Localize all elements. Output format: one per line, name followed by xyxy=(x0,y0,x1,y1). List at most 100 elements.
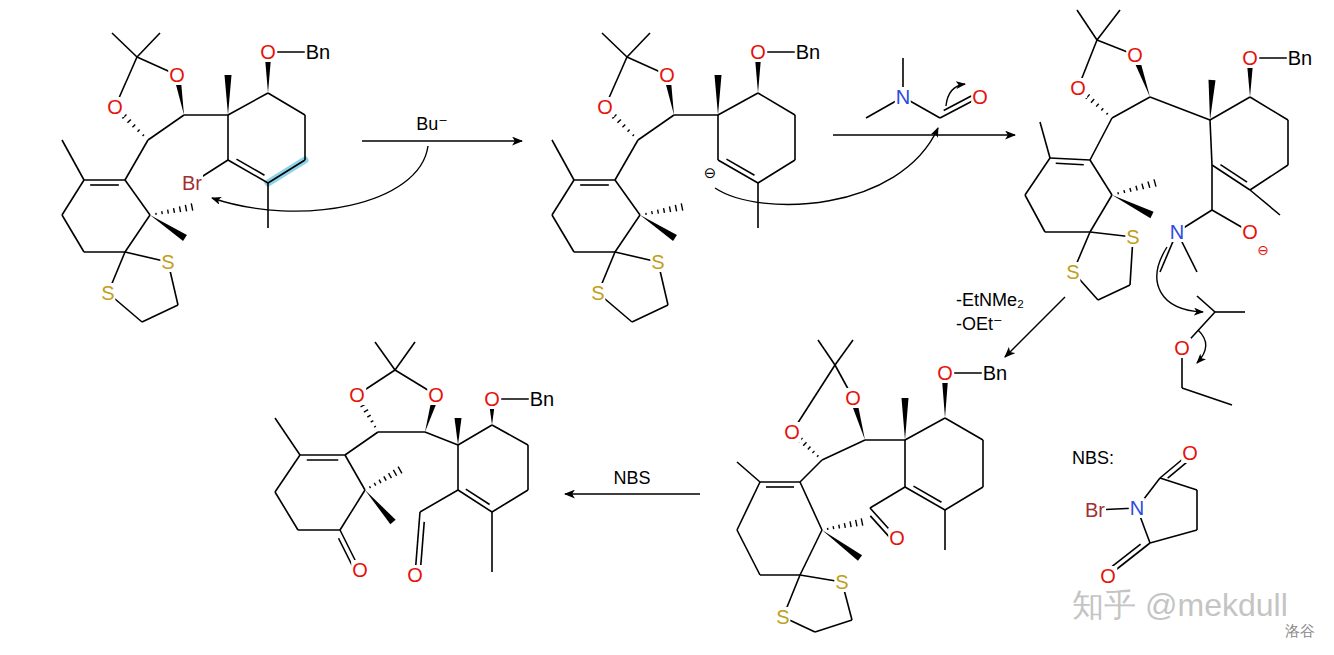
bond-line xyxy=(717,115,719,160)
hash-line xyxy=(827,528,829,530)
bond-line xyxy=(268,93,305,115)
free-label: N xyxy=(1129,498,1145,518)
bond-line xyxy=(236,159,264,175)
bond-line xyxy=(1250,190,1280,215)
hash-line xyxy=(173,208,175,213)
bond-line xyxy=(421,522,425,566)
hash-line xyxy=(651,211,653,214)
atom-label: O xyxy=(406,565,424,585)
hash-line xyxy=(681,203,682,210)
hash-line xyxy=(633,135,634,136)
bond-line xyxy=(982,440,984,487)
bond-line xyxy=(580,184,609,186)
bond-line xyxy=(84,179,125,181)
bond-line xyxy=(1160,478,1197,490)
bond-line xyxy=(84,251,125,253)
atom-label: O xyxy=(259,42,277,62)
atom-label: O xyxy=(1241,48,1259,68)
hash-line xyxy=(856,520,857,527)
bond-line xyxy=(737,462,760,482)
atom-label: S xyxy=(160,252,175,272)
atom-label: O xyxy=(596,97,614,117)
atom-label: S xyxy=(1125,227,1140,247)
bond-line xyxy=(1150,530,1197,543)
molecule: OOOBnOSS xyxy=(700,357,1012,637)
reagent-label: -EtNMe₂ -OEt⁻ xyxy=(955,288,1035,337)
bond-line xyxy=(62,215,84,252)
hash-line xyxy=(1091,99,1094,103)
bond-line xyxy=(458,425,492,445)
bond-line xyxy=(615,215,640,252)
hash-line xyxy=(1130,188,1131,192)
bond-line xyxy=(1197,296,1215,312)
bond-line xyxy=(1150,97,1210,120)
bond-line xyxy=(304,115,306,160)
atom-label: O xyxy=(106,97,124,117)
bond-line xyxy=(492,425,528,445)
bond-line xyxy=(818,340,835,365)
hash-line xyxy=(369,486,370,488)
bond-line xyxy=(865,439,905,441)
free-label: Br xyxy=(1084,500,1106,520)
bond-line xyxy=(737,482,760,530)
bond-line xyxy=(1211,165,1213,210)
hash-line xyxy=(132,124,135,127)
bond-line xyxy=(870,516,889,537)
wedge-bond xyxy=(365,490,396,524)
bond-line xyxy=(125,180,150,215)
hash-line xyxy=(861,518,862,525)
bond-line xyxy=(125,140,148,180)
bond-line xyxy=(425,432,458,445)
bond-line xyxy=(492,490,528,512)
atom-label: O xyxy=(658,65,676,85)
bond-line xyxy=(300,454,345,456)
bond-line xyxy=(378,431,425,433)
bond-line xyxy=(1112,97,1150,118)
bond-line xyxy=(945,487,983,510)
curly-arrow xyxy=(212,146,428,211)
hash-line xyxy=(1117,192,1119,194)
hash-line xyxy=(1123,190,1125,193)
bond-line xyxy=(1196,490,1198,530)
bond-line xyxy=(1050,158,1090,160)
atom-label: O xyxy=(427,385,445,405)
hash-line xyxy=(675,205,676,212)
bond-line xyxy=(395,342,415,370)
molecule: OOOBn⊖SS xyxy=(522,25,833,325)
bond-line xyxy=(574,251,615,253)
wedge-bond xyxy=(1209,80,1216,120)
bond-line xyxy=(757,183,759,228)
bond-line xyxy=(718,160,758,183)
hash-line xyxy=(628,130,630,132)
free-label: 洛谷 xyxy=(1284,623,1316,638)
hash-line xyxy=(185,205,186,212)
bond-line xyxy=(267,183,269,228)
hash-line xyxy=(389,473,392,478)
bond-line xyxy=(340,490,365,530)
atom-label: O xyxy=(936,363,954,383)
bond-line xyxy=(737,530,760,575)
bond-line xyxy=(1287,120,1289,165)
bond-line xyxy=(1090,160,1112,195)
bond-line xyxy=(1220,165,1247,183)
free-label: NBS: xyxy=(1071,449,1115,467)
atom-label: Bn xyxy=(982,363,1008,383)
atom-label: O xyxy=(1126,45,1144,65)
atom-label: S xyxy=(590,283,605,303)
bond-line xyxy=(674,114,718,116)
hash-line xyxy=(817,455,818,457)
bond-line xyxy=(1056,163,1084,164)
bond-line xyxy=(904,440,906,487)
hash-line xyxy=(808,447,811,450)
bond-line xyxy=(125,215,150,252)
bond-line xyxy=(552,180,574,215)
highlight-bond xyxy=(268,160,305,183)
bond-line xyxy=(62,140,84,180)
hash-line xyxy=(179,206,180,212)
atom-label: ⊖ xyxy=(703,165,718,180)
wedge-bond xyxy=(640,215,677,241)
bond-line xyxy=(184,114,228,116)
bond-line xyxy=(307,459,339,461)
free-label: O xyxy=(1099,566,1117,586)
bond-line xyxy=(1090,118,1112,160)
